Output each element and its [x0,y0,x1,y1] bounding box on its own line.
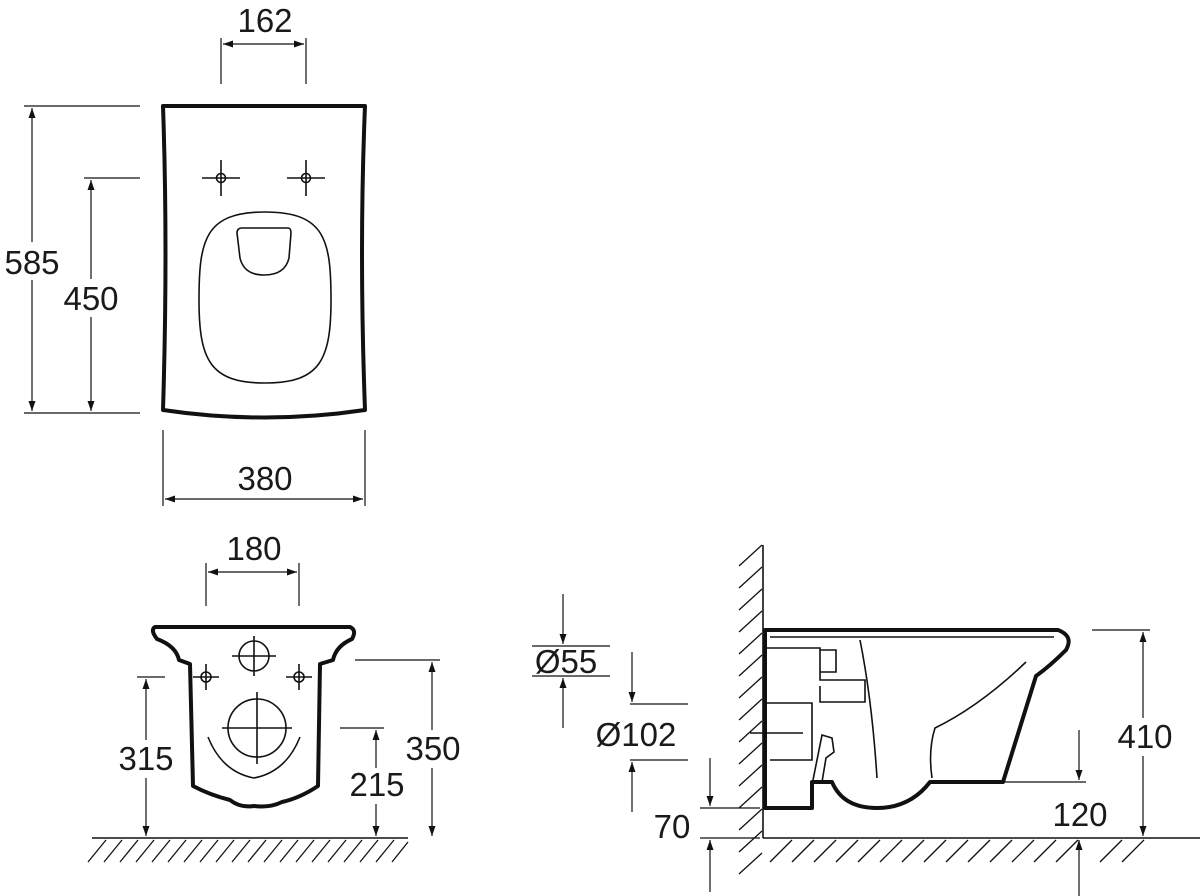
bowl-inner-front [929,661,1027,779]
dim-label-55: Ø55 [535,643,597,680]
dim-label-410: 410 [1117,718,1172,755]
dim-label-215: 215 [349,766,404,803]
bowl-outline-front [150,625,357,809]
side-view: 410 120 Ø55 Ø102 70 [532,544,1200,896]
dim-label-380: 380 [237,460,292,497]
dim-label-315: 315 [118,740,173,777]
dim-label-70: 70 [654,808,691,845]
dim-label-162: 162 [237,2,292,39]
inlet-opening-front [232,636,276,676]
floor-hatch-front [87,837,409,863]
dim-label-450: 450 [63,280,118,317]
fixing-hole-front-left [193,664,219,690]
dim-label-102: Ø102 [596,716,677,753]
bowl-outline-top [161,104,367,420]
outlet-tube [765,702,813,761]
dim-label-585: 585 [4,244,59,281]
seat-opening [198,211,332,384]
front-view: 180 315 350 215 [87,530,466,863]
inlet-tube [765,647,866,703]
dim-label-180: 180 [226,530,281,567]
bowl-inner-curve [207,736,301,779]
flush-inlet [236,227,292,276]
bowl-outline-side [763,628,1071,810]
dim-label-120: 120 [1052,796,1107,833]
fixing-hole-front-right [286,664,312,690]
floor-hatch-side [769,839,1145,863]
fixing-hole-left [202,160,240,196]
fixing-hole-right [287,160,325,196]
wall-hatch [738,544,1200,875]
dim-label-350: 350 [405,730,460,767]
top-view: 162 585 450 380 [0,2,367,506]
trap-passage [812,733,835,783]
bowl-inner-rear [859,639,878,779]
outlet-opening-front [222,692,292,764]
